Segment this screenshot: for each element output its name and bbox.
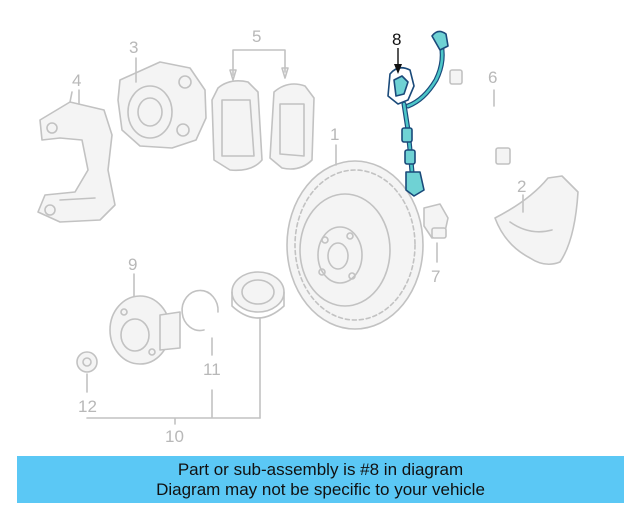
part-6-brake-hose bbox=[449, 69, 511, 165]
leader-5-arrows bbox=[229, 67, 289, 81]
part-5-brake-pads bbox=[211, 80, 315, 172]
callout-10: 10 bbox=[165, 427, 184, 446]
part-12-axle-nut bbox=[76, 351, 98, 373]
wheel-bearing bbox=[231, 271, 285, 319]
callout-3: 3 bbox=[129, 38, 138, 57]
callout-7: 7 bbox=[431, 267, 440, 286]
parts-diagram: 4 3 5 1 6 bbox=[37, 27, 579, 446]
callout-2: 2 bbox=[517, 177, 526, 196]
part-1-brake-rotor bbox=[286, 160, 424, 330]
callout-6: 6 bbox=[488, 68, 497, 87]
callout-8: 8 bbox=[392, 30, 401, 49]
banner-line-1: Part or sub-assembly is #8 in diagram bbox=[177, 459, 464, 479]
part-8-abs-sensor-highlighted[interactable] bbox=[387, 30, 449, 197]
callout-1: 1 bbox=[330, 125, 339, 144]
callout-12: 12 bbox=[78, 397, 97, 416]
callout-11: 11 bbox=[203, 360, 221, 379]
info-banner: Part or sub-assembly is #8 in diagram Di… bbox=[17, 456, 624, 503]
part-2-splash-shield bbox=[494, 175, 579, 266]
banner-line-2: Diagram may not be specific to your vehi… bbox=[156, 479, 485, 499]
leader-8-arrow bbox=[394, 64, 402, 74]
part-3-caliper bbox=[117, 61, 207, 149]
callout-9: 9 bbox=[128, 255, 137, 274]
callout-4: 4 bbox=[72, 71, 81, 90]
callout-5: 5 bbox=[252, 27, 261, 46]
part-11-snap-ring bbox=[181, 289, 219, 332]
leader-5 bbox=[232, 49, 286, 76]
part-4-caliper-bracket bbox=[37, 91, 116, 223]
part-7-sensor-bolt bbox=[423, 203, 449, 239]
leader-10 bbox=[86, 389, 261, 425]
part-9-wheel-hub bbox=[109, 295, 181, 365]
